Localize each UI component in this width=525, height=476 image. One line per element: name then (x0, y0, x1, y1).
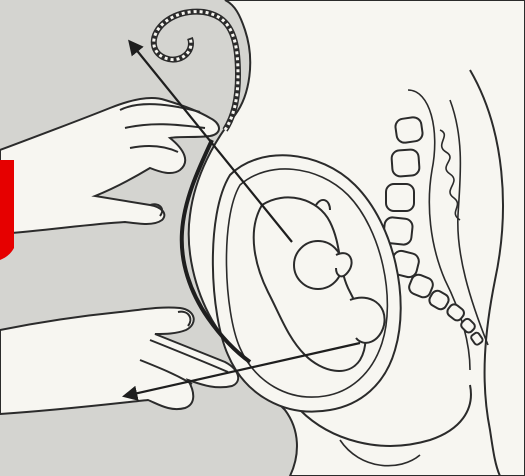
vertebra (391, 149, 420, 177)
vertebra (394, 116, 423, 143)
fetus-head (294, 241, 342, 289)
red-edge-marker (0, 160, 14, 260)
vertebra (386, 184, 414, 211)
